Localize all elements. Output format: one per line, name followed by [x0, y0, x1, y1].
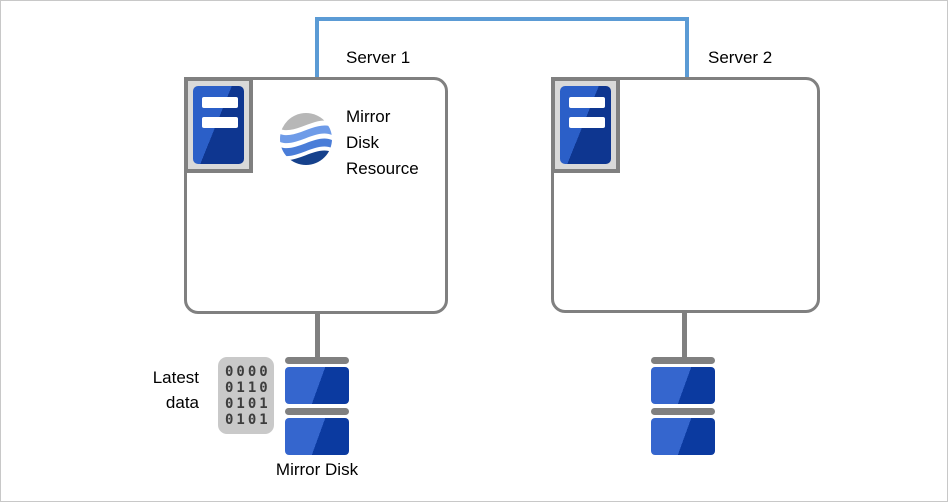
server2-label: Server 2	[708, 48, 773, 67]
disk-platter	[651, 418, 715, 455]
disk-platter	[285, 418, 349, 455]
disk-cap	[651, 408, 715, 415]
disk-platter	[651, 367, 715, 404]
server1-disk-connector-line	[315, 312, 320, 360]
disk-cap	[651, 357, 715, 364]
server1-icon	[184, 77, 253, 173]
network-link-line	[315, 17, 689, 79]
binary-data-icon: 0000 0110 0101 0101	[218, 357, 274, 434]
disk-cap	[285, 408, 349, 415]
server2-icon	[551, 77, 620, 173]
mirror-disk-label: Mirror Disk	[275, 460, 359, 479]
tower-slot	[569, 97, 605, 108]
mirror-disk-resource-icon	[280, 113, 332, 165]
tower-slot	[202, 117, 238, 128]
binary-row: 0000	[225, 364, 271, 380]
disk-cap	[285, 357, 349, 364]
server-tower-icon	[560, 86, 611, 164]
binary-row: 0101	[225, 412, 271, 428]
latest-data-label: Latest data	[152, 368, 199, 412]
server2-disk-connector-line	[682, 311, 687, 360]
server-tower-icon	[193, 86, 244, 164]
disk-platter	[285, 367, 349, 404]
server1-label: Server 1	[346, 48, 411, 67]
binary-row: 0101	[225, 396, 271, 412]
tower-slot	[202, 97, 238, 108]
tower-slot	[569, 117, 605, 128]
server2-mirror-disk-icon	[651, 357, 715, 459]
binary-row: 0110	[225, 380, 271, 396]
server1-mirror-disk-icon	[285, 357, 349, 459]
mirror-disk-resource-label: Mirror Disk Resource	[346, 107, 419, 178]
